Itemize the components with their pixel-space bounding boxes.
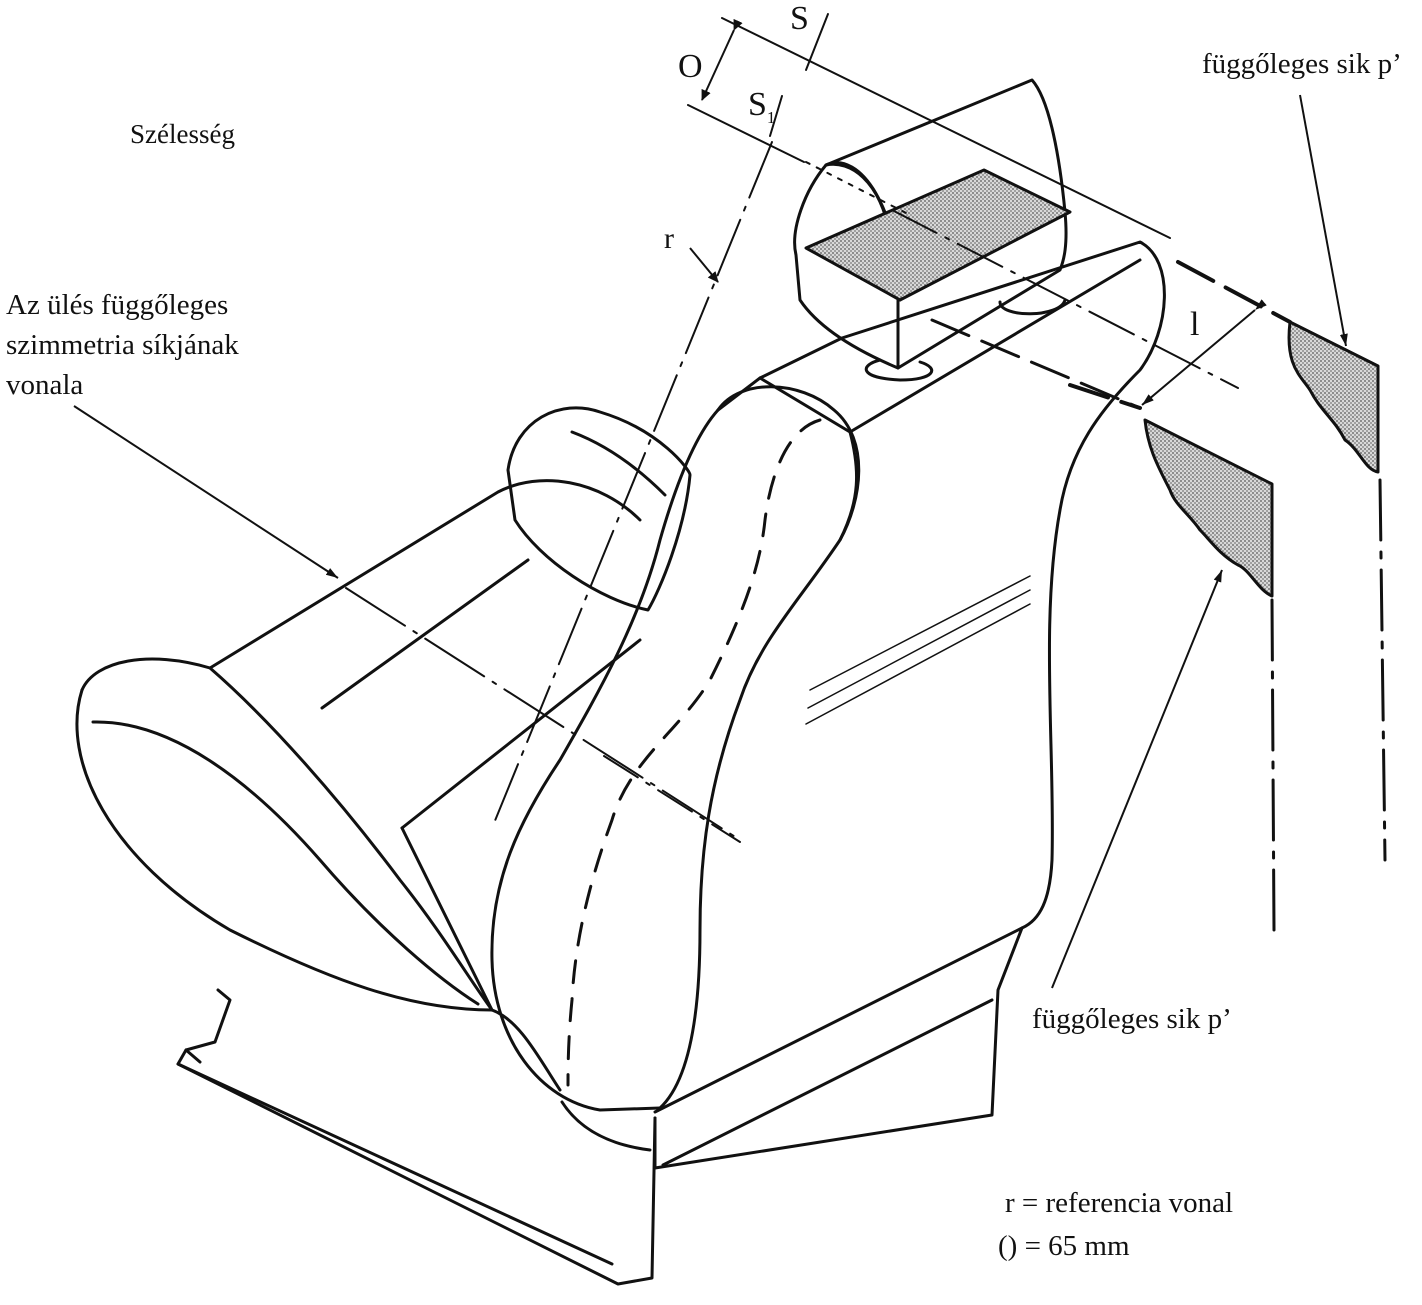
symbol-S: S — [790, 0, 809, 37]
symbol-O: O — [678, 48, 703, 85]
vertical-plane-top — [1287, 320, 1380, 474]
symbol-l: l — [1190, 306, 1200, 343]
vertical-plane-top-label: függőleges sik p’ — [1202, 48, 1402, 80]
symbol-S1: S1 — [748, 86, 775, 128]
dim-line-S1 — [687, 104, 805, 163]
seat-base-box-top — [653, 926, 1024, 1167]
side-bolster-seam — [570, 430, 667, 497]
symmetry-label-line-3: vonala — [6, 369, 84, 401]
backrest-top — [716, 240, 1166, 930]
dim-line-bottom — [1068, 383, 1142, 410]
dim-line-top — [1176, 260, 1292, 324]
seat-cushion-back-edge — [400, 826, 494, 1012]
backrest-side — [490, 408, 720, 1112]
seat-base-box — [653, 926, 1024, 1170]
symmetry-label-line-1: Az ülés függőleges — [6, 289, 229, 321]
seat-cushion-front — [75, 688, 562, 1092]
symbol-r: r — [664, 222, 674, 255]
backrest-dashdot-crossing — [603, 755, 741, 843]
side-bolster — [506, 406, 692, 612]
seat-cushion-seam — [91, 720, 480, 1006]
dim-line-S1-ext — [805, 161, 911, 216]
seat-base-rail — [176, 988, 657, 1286]
dimension-legend: () = 65 mm — [998, 1230, 1130, 1262]
seat-cushion-groove-1 — [320, 558, 530, 710]
leader-plane-bottom — [1051, 569, 1223, 989]
backrest-bolster-outer — [658, 385, 861, 1110]
symmetry-label-line-2: szimmetria síkjának — [6, 329, 239, 361]
seat-cushion-front-curve — [208, 666, 494, 1012]
vertical-plane-bottom-label: függőleges sik p’ — [1032, 1003, 1232, 1035]
symbol-S1-base: S — [748, 86, 767, 123]
backrest-striation-3 — [805, 603, 1031, 725]
headrest-stem-right — [998, 298, 1067, 316]
vertical-plane-bottom — [1143, 418, 1274, 598]
symmetry-line — [345, 587, 741, 841]
backrest-striation-1 — [809, 575, 1031, 691]
symbol-S1-subscript: 1 — [766, 107, 776, 127]
arrow-O — [701, 18, 743, 101]
headrest-stem-left — [864, 358, 933, 382]
leader-symmetry — [73, 405, 339, 579]
headrest-section — [804, 168, 1072, 302]
symmetry-line-label: Az ülés függőleges szimmetria síkjának v… — [6, 285, 239, 405]
plane-edge-bottom — [1270, 598, 1276, 932]
seat-cushion-side — [80, 479, 642, 692]
backrest-striation-2 — [807, 589, 1031, 709]
reference-line-legend: r = referencia vonal — [1005, 1187, 1234, 1219]
seat-cushion-groove-2 — [400, 638, 642, 830]
dim-line-mid — [930, 318, 1142, 410]
leader-plane-top — [1299, 94, 1348, 347]
plane-edge-top — [1378, 478, 1387, 862]
backrest-bottom-seam — [560, 1100, 652, 1152]
seat-base-rail-inner — [176, 1048, 614, 1266]
backrest-top-front-edge — [758, 258, 1142, 434]
arrow-l — [1141, 299, 1267, 406]
dim-line-S-tick — [805, 13, 829, 71]
arrow-r — [689, 247, 719, 283]
dim-line-S1-tick — [769, 95, 783, 137]
width-label: Szélesség — [130, 119, 235, 149]
backrest-dashed-seam — [566, 418, 822, 1087]
backrest-front-curve — [838, 430, 858, 542]
dim-line-S — [721, 17, 1171, 239]
reference-line-r — [491, 141, 773, 829]
